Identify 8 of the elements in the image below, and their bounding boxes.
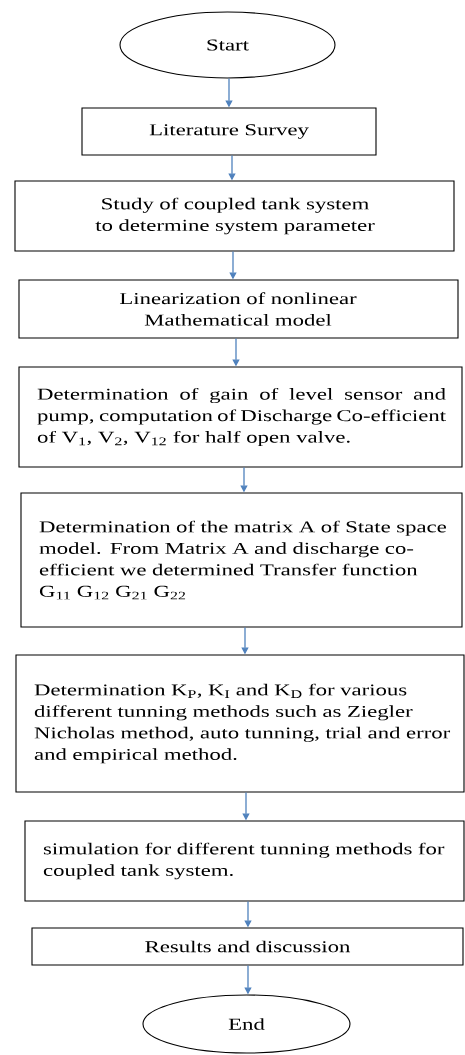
process-box: Literature Survey — [81, 107, 377, 156]
process-box: Determination K$_{P}$, K$_{I}$ and K$_{D}$ for various different tunning methods such as Ziegler Nicholas method, auto tunning, trial and error and empirical method. — [15, 654, 465, 793]
process-box: Determination of gain of level sensor and pump, computation of Discharge Co-efficient of V$_{1}$, V$_{2}$, V$_{12}$ for half open valve. — [18, 366, 463, 468]
process-box: simulation for different tunning methods for coupled tank system. — [24, 820, 465, 902]
process-box: Study of coupled tank system to determine system parameter — [14, 180, 455, 252]
process-box: Results and discussion — [31, 927, 464, 966]
process-box: Linearization of nonlinear Mathematical model — [18, 279, 459, 339]
process-box: Determination of the matrix A of State space model. From Matrix A and discharge co-efficient we determined Transfer function G$_{11}$ G$_{12}$ G$_{21}$ G$_{22}$ — [20, 492, 463, 628]
